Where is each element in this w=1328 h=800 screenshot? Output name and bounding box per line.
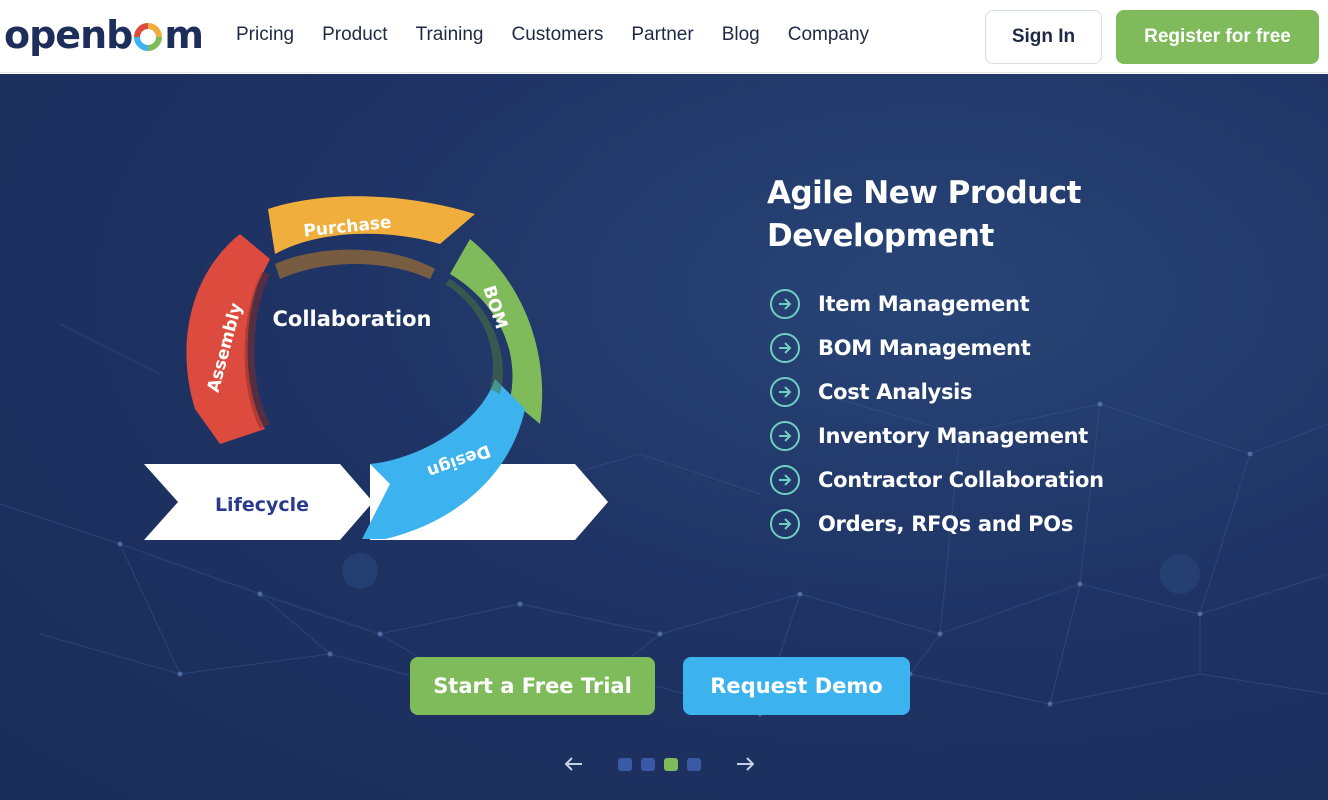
arrow-right-circle-icon (770, 289, 800, 319)
feature-label: Orders, RFQs and POs (818, 512, 1074, 536)
arrow-right-circle-icon (770, 421, 800, 451)
carousel-dot[interactable] (618, 758, 632, 771)
feature-item: Item Management (770, 282, 1104, 326)
carousel-dot[interactable] (641, 758, 655, 771)
nav-training[interactable]: Training (415, 24, 484, 45)
feature-label: BOM Management (818, 336, 1031, 360)
nav-pricing[interactable]: Pricing (236, 24, 295, 45)
nav-customers[interactable]: Customers (511, 24, 604, 45)
feature-item: Orders, RFQs and POs (770, 502, 1104, 546)
diagram-center-label: Collaboration (272, 307, 431, 331)
nav-partner[interactable]: Partner (631, 24, 694, 45)
arrow-right-circle-icon (770, 377, 800, 407)
lifecycle-base-arrow (144, 464, 373, 540)
hero-section: Collaboration Purchase BOM Design Assemb… (0, 74, 1328, 800)
request-demo-button[interactable]: Request Demo (683, 657, 910, 715)
feature-label: Inventory Management (818, 424, 1089, 448)
sign-in-button[interactable]: Sign In (985, 10, 1102, 64)
headline-line-1: Agile New Product (767, 175, 1081, 211)
feature-label: Contractor Collaboration (818, 468, 1104, 492)
feature-item: BOM Management (770, 326, 1104, 370)
logo-text-start: openb (4, 13, 133, 57)
feature-label: Cost Analysis (818, 380, 973, 404)
openbom-logo[interactable]: openb m (4, 12, 204, 58)
carousel-dot-active[interactable] (664, 758, 678, 771)
arrow-left-icon (565, 757, 582, 771)
register-button[interactable]: Register for free (1116, 10, 1319, 64)
arrow-right-icon (737, 757, 754, 771)
feature-item: Inventory Management (770, 414, 1104, 458)
nav-company[interactable]: Company (787, 24, 870, 45)
nav-product[interactable]: Product (322, 24, 388, 45)
carousel-next-button[interactable] (734, 752, 756, 776)
arrow-right-circle-icon (770, 509, 800, 539)
arrow-right-circle-icon (770, 333, 800, 363)
arrow-right-circle-icon (770, 465, 800, 495)
hero-headline: Agile New Product Development (767, 172, 1207, 258)
feature-label: Item Management (818, 292, 1030, 316)
top-header: openb m Pricing Product Training Custome… (0, 0, 1328, 73)
purchase-segment (268, 196, 475, 254)
start-free-trial-button[interactable]: Start a Free Trial (410, 657, 655, 715)
feature-item: Cost Analysis (770, 370, 1104, 414)
nav-blog[interactable]: Blog (721, 24, 760, 45)
design-segment (362, 379, 525, 539)
lifecycle-diagram: Collaboration Purchase BOM Design Assemb… (144, 196, 608, 540)
feature-item: Contractor Collaboration (770, 458, 1104, 502)
logo-text-end: m (164, 13, 204, 57)
network-background (0, 323, 1328, 717)
main-nav: Pricing Product Training Customers Partn… (236, 24, 897, 46)
carousel-dot[interactable] (687, 758, 701, 771)
carousel-prev-button[interactable] (563, 752, 585, 776)
feature-list: Item Management BOM Management Cost Anal… (770, 282, 1104, 546)
diagram-lifecycle-label: Lifecycle (215, 494, 309, 516)
bom-segment (450, 239, 543, 424)
logo-o-ring-icon (134, 23, 163, 51)
carousel-dots (618, 758, 701, 771)
headline-line-2: Development (767, 218, 994, 254)
